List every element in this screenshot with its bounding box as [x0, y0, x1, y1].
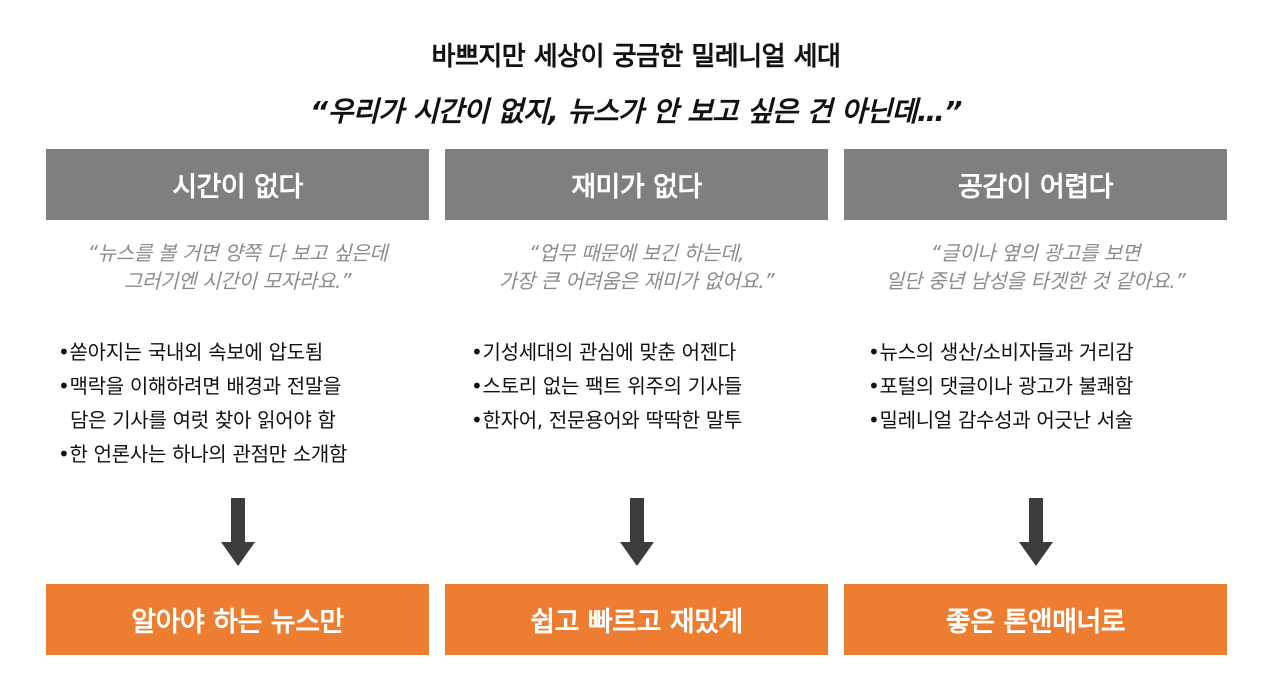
down-arrow-icon — [221, 498, 255, 568]
column-no-time: 시간이 없다 “뉴스를 볼 거면 양쪽 다 보고 싶은데 그러기엔 시간이 모자… — [46, 149, 429, 655]
bullet-item: •밀레니얼 감수성과 어긋난 서술 — [868, 408, 1133, 432]
column-header: 공감이 어렵다 — [844, 149, 1227, 220]
bullet-item: •기성세대의 관심에 맞춘 어젠다 — [471, 340, 736, 364]
bullet-item: •한자어, 전문용어와 딱딱한 말투 — [471, 408, 743, 432]
bullet-item: •한 언론사는 하나의 관점만 소개함 — [58, 442, 348, 466]
column-header: 재미가 없다 — [445, 149, 828, 220]
column-quote: “업무 때문에 보긴 하는데, 가장 큰 어려움은 재미가 없어요.” — [445, 239, 828, 295]
column-quote: “뉴스를 볼 거면 양쪽 다 보고 싶은데 그러기엔 시간이 모자라요.” — [46, 239, 429, 295]
result-box: 알아야 하는 뉴스만 — [46, 584, 429, 655]
problem-columns: 시간이 없다 “뉴스를 볼 거면 양쪽 다 보고 싶은데 그러기엔 시간이 모자… — [46, 149, 1227, 655]
bullet-list: •기성세대의 관심에 맞춘 어젠다 •스토리 없는 팩트 위주의 기사들 •한자… — [471, 335, 742, 437]
down-arrow-icon — [620, 498, 654, 568]
column-hard-to-relate: 공감이 어렵다 “글이나 옆의 광고를 보면 일단 중년 남성을 타겟한 것 같… — [844, 149, 1227, 655]
page-subtitle-quote: “우리가 시간이 없지, 뉴스가 안 보고 싶은 건 아닌데…” — [310, 95, 962, 128]
quote-line: “글이나 옆의 광고를 보면 — [930, 241, 1141, 265]
column-no-fun: 재미가 없다 “업무 때문에 보긴 하는데, 가장 큰 어려움은 재미가 없어요… — [445, 149, 828, 655]
bullet-continuation: 담은 기사를 여럿 찾아 읽어야 함 — [70, 408, 336, 432]
column-quote: “글이나 옆의 광고를 보면 일단 중년 남성을 타겟한 것 같아요.” — [844, 239, 1227, 295]
quote-line: 일단 중년 남성을 타겟한 것 같아요.” — [885, 269, 1186, 293]
bullet-list: •뉴스의 생산/소비자들과 거리감 •포털의 댓글이나 광고가 불쾌함 •밀레니… — [868, 335, 1134, 437]
result-box: 쉽고 빠르고 재밌게 — [445, 584, 828, 655]
quote-line: 그러기엔 시간이 모자라요.” — [123, 269, 352, 293]
down-arrow-icon — [1019, 498, 1053, 568]
bullet-item: •포털의 댓글이나 광고가 불쾌함 — [868, 374, 1133, 398]
quote-line: 가장 큰 어려움은 재미가 없어요.” — [498, 269, 775, 293]
bullet-item: •스토리 없는 팩트 위주의 기사들 — [471, 374, 743, 398]
bullet-item: •뉴스의 생산/소비자들과 거리감 — [868, 340, 1134, 364]
bullet-item: •쏟아지는 국내외 속보에 압도됨 — [58, 340, 323, 364]
quote-line: “뉴스를 볼 거면 양쪽 다 보고 싶은데 — [87, 241, 388, 265]
column-header: 시간이 없다 — [46, 149, 429, 220]
quote-line: “업무 때문에 보긴 하는데, — [528, 241, 745, 265]
page-title: 바쁘지만 세상이 궁금한 밀레니얼 세대 — [431, 42, 841, 72]
result-box: 좋은 톤앤매너로 — [844, 584, 1227, 655]
